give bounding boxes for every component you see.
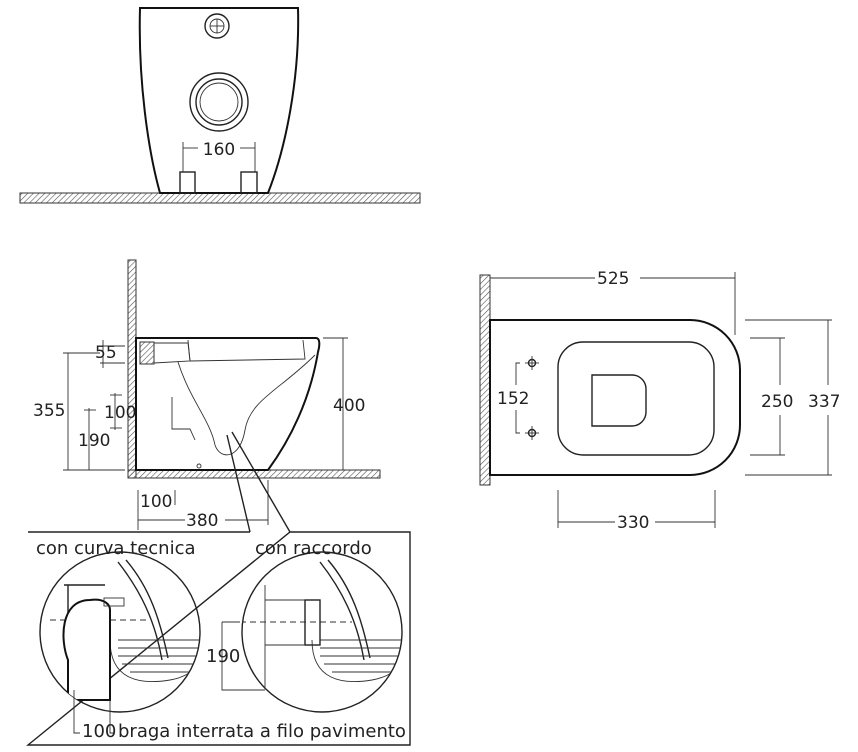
plan-view: 152 525 250 337 330 [479,269,840,533]
wall-hatch [127,259,137,479]
fixing-hole-top-icon [525,356,539,370]
dim-525: 525 [597,269,629,289]
side-view: 55 355 190 100 400 100 380 [33,259,381,531]
foot-right [240,171,258,194]
detail-box: con curva tecnica con raccordo 100 braga… [26,531,411,746]
dim-160: 160 [203,140,235,160]
foot-left [179,171,196,194]
dim-100-detail: 100 [82,721,116,742]
dim-100-vertical: 100 [104,403,136,423]
dim-250: 250 [761,392,793,412]
caption-braga: braga interrata a filo pavimento [118,721,406,742]
dim-190: 190 [78,431,110,451]
front-view: 160 [19,7,421,204]
dim-190-detail: 190 [206,646,240,667]
dim-355: 355 [33,401,65,421]
toilet-plan-body [489,319,741,476]
detail-circle-left [39,551,201,713]
dim-330: 330 [617,513,649,533]
callout-pointer [226,431,291,533]
dim-400: 400 [333,396,365,416]
outlet-pipe-icon [189,72,249,132]
caption-curva-tecnica: con curva tecnica [36,538,196,559]
dim-380: 380 [186,511,218,531]
caption-raccordo: con raccordo [255,538,372,559]
dim-152: 152 [497,389,529,409]
toilet-front-body [138,7,300,194]
fixing-hole-icon [204,13,230,39]
dim-100-horizontal: 100 [140,492,172,512]
bowl-outlet [591,374,647,427]
floor-hatch [19,192,421,204]
wall-hatch [479,274,491,486]
dim-337: 337 [808,392,840,412]
dim-55: 55 [95,343,117,363]
fixing-hole-bottom-icon [525,426,539,440]
toilet-side-body [135,337,321,471]
detail-circle-right [241,551,403,713]
bowl-rim [557,341,715,456]
